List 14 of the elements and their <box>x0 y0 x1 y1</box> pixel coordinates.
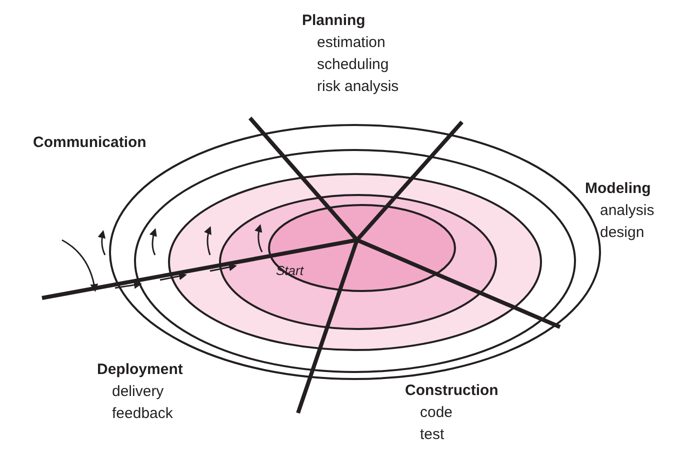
activity-item: code <box>419 403 454 423</box>
activity-heading: Planning <box>302 11 366 31</box>
activity-item: test <box>419 425 446 445</box>
activity-item: estimation <box>316 33 386 53</box>
activity-item: scheduling <box>316 55 390 75</box>
activity-item: analysis <box>599 201 654 221</box>
activity-item: risk analysis <box>316 77 399 97</box>
activity-heading: Construction <box>405 381 498 401</box>
activity-item: design <box>599 223 646 243</box>
activity-item: feedback <box>111 404 174 424</box>
activity-heading: Communication <box>33 133 146 153</box>
activity-heading: Modeling <box>585 179 652 199</box>
activity-heading: Deployment <box>97 360 183 380</box>
activity-item: delivery <box>111 382 165 402</box>
